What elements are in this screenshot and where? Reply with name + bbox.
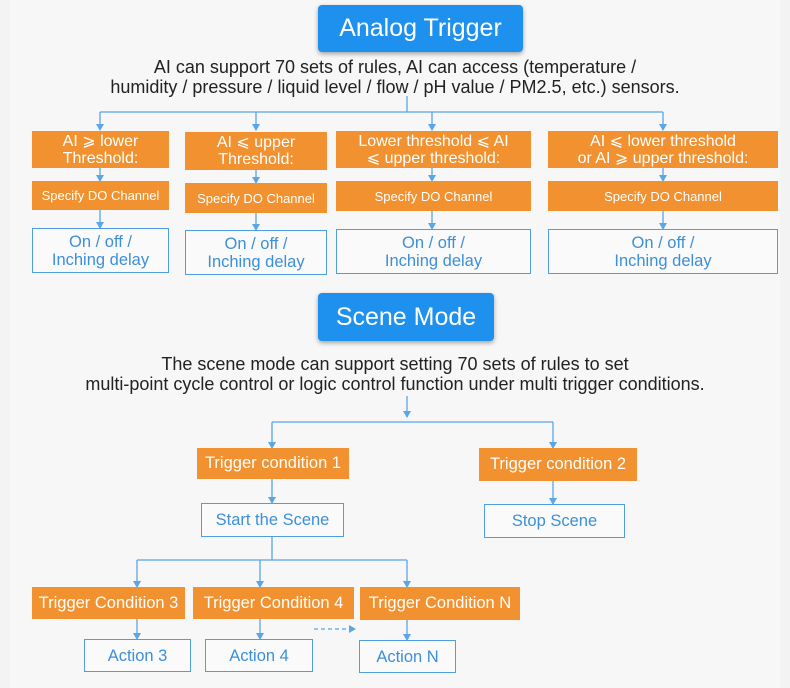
rule-2-action: On / off / Inching delay — [185, 230, 327, 275]
rule-4-condition: AI ⩽ lower threshold or AI ⩾ upper thres… — [548, 131, 778, 168]
rule-3-condition: Lower threshold ⩽ AI ⩽ upper threshold: — [336, 131, 531, 168]
scene-description-line-2: multi-point cycle control or logic contr… — [85, 374, 705, 394]
page-background — [10, 0, 780, 688]
analog-trigger-title: Analog Trigger — [318, 5, 523, 52]
start-the-scene-box: Start the Scene — [201, 503, 344, 537]
stop-scene-box: Stop Scene — [484, 504, 625, 538]
rule-1-specify-do-channel: Specify DO Channel — [32, 181, 169, 210]
analog-description-line-1: AI can support 70 sets of rules, AI can … — [153, 57, 637, 77]
rule-2-specify-do-channel: Specify DO Channel — [185, 183, 327, 213]
trigger-condition-n: Trigger Condition N — [360, 587, 520, 620]
action-3-box: Action 3 — [84, 639, 191, 672]
scene-description-line-1: The scene mode can support setting 70 se… — [161, 354, 629, 374]
trigger-condition-1: Trigger condition 1 — [197, 448, 349, 479]
trigger-condition-3: Trigger Condition 3 — [32, 587, 185, 619]
trigger-condition-4: Trigger Condition 4 — [193, 587, 354, 619]
rule-3-action: On / off / Inching delay — [336, 229, 531, 274]
rule-1-action: On / off / Inching delay — [32, 228, 169, 273]
analog-description-line-2: humidity / pressure / liquid level / flo… — [110, 77, 680, 97]
trigger-condition-2: Trigger condition 2 — [479, 448, 637, 481]
scene-mode-title: Scene Mode — [318, 293, 494, 341]
rule-1-condition: AI ⩾ lower Threshold: — [32, 131, 169, 168]
rule-4-action: On / off / Inching delay — [548, 229, 778, 274]
rule-2-condition: AI ⩽ upper Threshold: — [185, 132, 327, 170]
rule-3-specify-do-channel: Specify DO Channel — [336, 181, 531, 211]
action-4-box: Action 4 — [205, 639, 313, 672]
action-n-box: Action N — [359, 640, 456, 673]
rule-4-specify-do-channel: Specify DO Channel — [548, 181, 778, 211]
